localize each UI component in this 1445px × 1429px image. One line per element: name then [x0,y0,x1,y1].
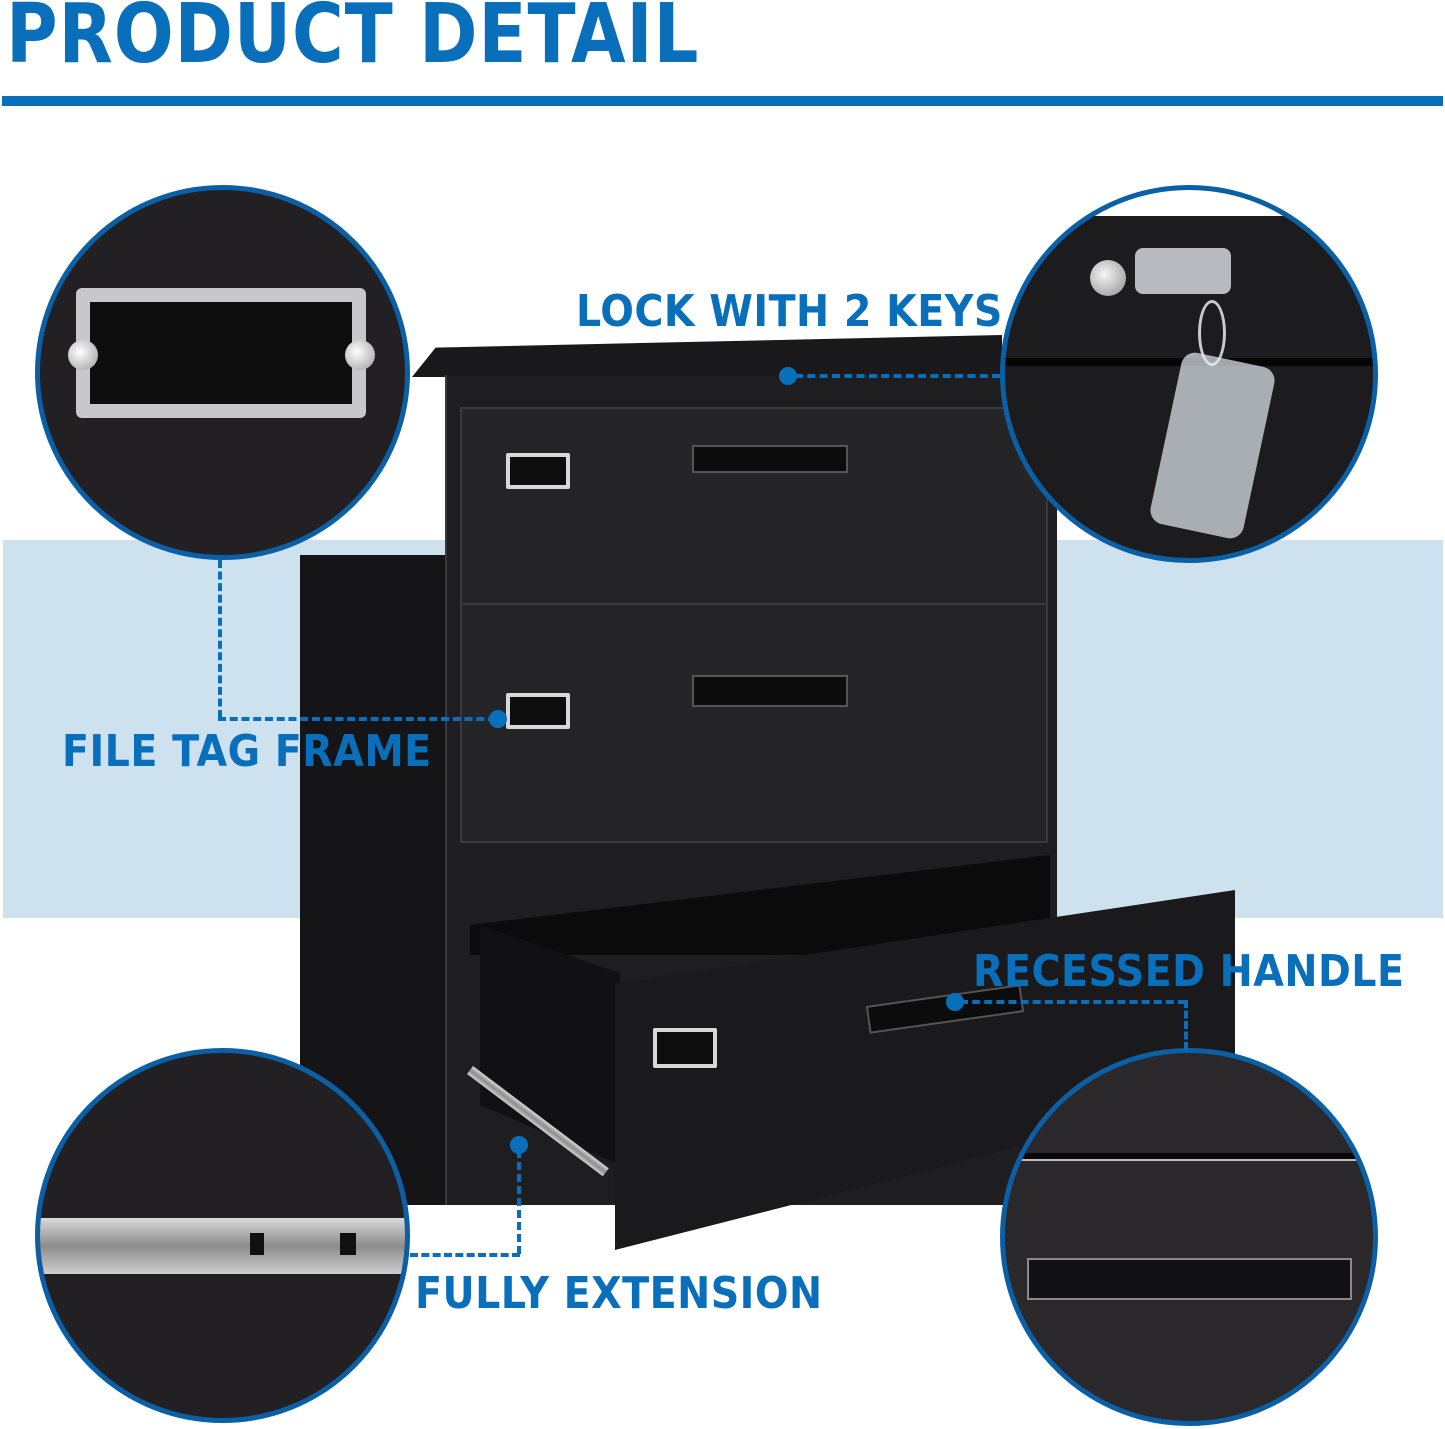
inset-recessed-handle [1000,1048,1378,1426]
cabinet-edge [1005,190,1373,216]
callout-handle-label: RECESSED HANDLE [973,946,1405,997]
key-fob-icon [1135,248,1231,294]
callout-lock-label: LOCK WITH 2 KEYS [576,286,1003,337]
callout-tag-leader-horizontal [218,717,496,721]
inset-file-tag-frame [35,185,410,560]
callout-rail-label: FULLY EXTENSION [415,1268,823,1319]
inset-lock-keys [1000,185,1378,563]
screw-icon [345,340,375,370]
key-lock-icon [1090,260,1126,296]
recessed-handle-icon [1027,1258,1352,1300]
title-underline [2,96,1443,106]
callout-tag-dot [489,710,507,728]
rail-slot [250,1233,264,1255]
callout-rail-dot [510,1136,528,1154]
cabinet-top [412,335,1002,377]
callout-handle-dot [946,993,964,1011]
file-tag-frame [653,1028,717,1068]
recessed-handle[interactable] [692,675,848,707]
page-title: PRODUCT DETAIL [6,0,700,82]
callout-handle-leader-horizontal [960,1000,1186,1004]
file-cabinet [300,335,1235,1250]
callout-tag-label: FILE TAG FRAME [62,726,432,777]
drawer-middle[interactable] [460,603,1048,843]
inset-slide-rail [35,1048,410,1423]
screw-icon [68,340,98,370]
callout-rail-leader-vertical [517,1150,521,1254]
drawer-gap [1005,1153,1373,1161]
callout-lock-leader [795,374,1000,378]
file-tag-frame [506,693,570,729]
callout-handle-leader-vertical [1184,1000,1188,1050]
spare-key-icon [1147,350,1278,541]
callout-tag-leader-vertical [218,560,222,718]
file-tag-frame [506,453,570,489]
recessed-handle[interactable] [692,445,848,473]
callout-rail-leader-horizontal [410,1253,520,1257]
file-tag-frame-icon [76,288,366,418]
callout-lock-dot [779,367,797,385]
rail-slot [340,1233,356,1255]
